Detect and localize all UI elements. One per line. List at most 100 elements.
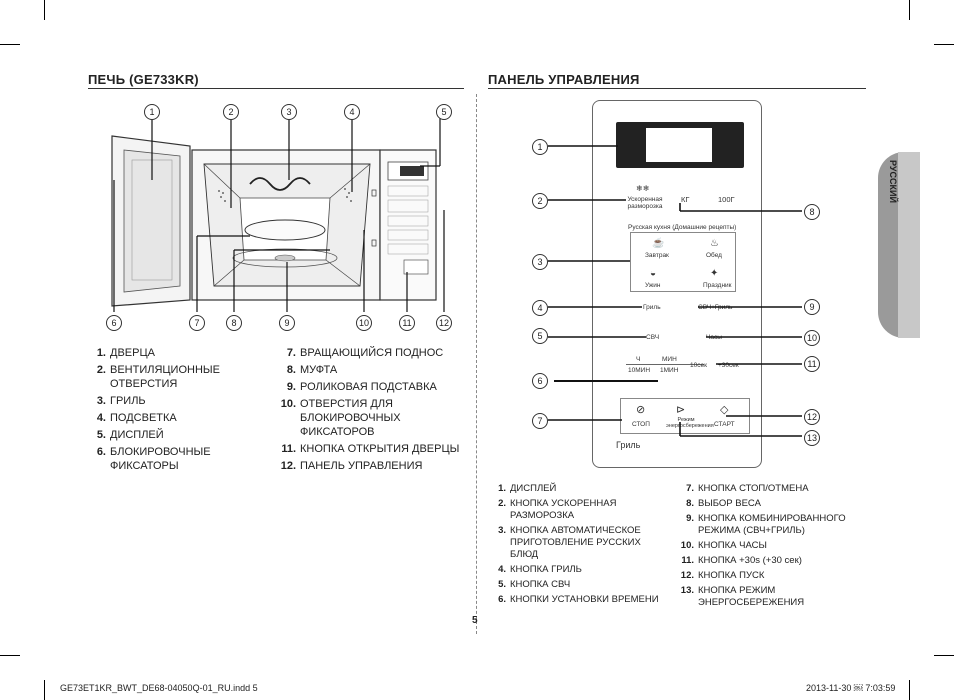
sec10-button[interactable]: 10сек [690, 362, 707, 369]
panel-callout-10: 10 [804, 330, 820, 346]
panel-callout-8: 8 [804, 204, 820, 220]
panel-callout-3: 3 [532, 254, 548, 270]
panel-section-title: ПАНЕЛЬ УПРАВЛЕНИЯ [488, 72, 640, 87]
legend-item: 6.БЛОКИРОВОЧНЫЕ ФИКСАТОРЫ [96, 446, 211, 472]
legend-item: 5.КНОПКА СВЧ [498, 579, 571, 590]
time-rule [626, 364, 704, 365]
legend-item: 9.РОЛИКОВАЯ ПОДСТАВКА [286, 381, 437, 393]
panel-callout-7: 7 [532, 413, 548, 429]
oven-callout-8: 8 [226, 315, 242, 331]
panel-legend-col2: 7.КНОПКА СТОП/ОТМЕНА 8.ВЫБОР ВЕСА 9.КНОП… [678, 483, 868, 612]
mw-button[interactable]: СВЧ [646, 334, 660, 341]
page-number: 5 [472, 615, 478, 626]
holiday-icon: ✦ [710, 268, 719, 279]
oven-callout-10: 10 [356, 315, 372, 331]
language-tab-label: РУССКИЙ [888, 160, 898, 203]
g100-label: 100Г [718, 195, 735, 204]
crop-mark [909, 680, 910, 700]
panel-callout-1: 1 [532, 139, 548, 155]
legend-item: 3.ГРИЛЬ [96, 395, 146, 407]
legend-item: 3.КНОПКА АВТОМАТИЧЕСКОЕ ПРИГОТОВЛЕНИЕ РУ… [498, 525, 641, 560]
crop-mark [44, 680, 45, 700]
start-icon: ◇ [720, 404, 729, 416]
legend-item: 13.КНОПКА РЕЖИМ ЭНЕРГОСБЕРЕЖЕНИЯ [680, 585, 805, 608]
panel-callout-12: 12 [804, 409, 820, 425]
russian-cuisine-box [630, 232, 736, 292]
crop-mark [0, 655, 20, 656]
crop-mark [934, 44, 954, 45]
oven-callout-9: 9 [279, 315, 295, 331]
legend-item: 5.ДИСПЛЕЙ [96, 429, 164, 441]
oven-callout-5: 5 [436, 104, 452, 120]
defrost-button[interactable]: Ускоренная разморозка [627, 196, 663, 210]
time-leader [554, 380, 658, 382]
grill-button[interactable]: Гриль [643, 304, 661, 311]
legend-item: 6.КНОПКИ УСТАНОВКИ ВРЕМЕНИ [498, 594, 659, 605]
breakfast-icon: ☕ [652, 238, 665, 249]
legend-item: 4.КНОПКА ГРИЛЬ [498, 564, 582, 575]
oven-callout-2: 2 [223, 104, 239, 120]
legend-item: 12.ПАНЕЛЬ УПРАВЛЕНИЯ [280, 460, 423, 472]
legend-item: 9.КНОПКА КОМБИНИРОВАННОГО РЕЖИМА (СВЧ+ГР… [686, 513, 846, 536]
dinner-icon: ◒ [650, 268, 657, 279]
grill-bottom-label: Гриль [616, 440, 641, 450]
oven-callout-3: 3 [281, 104, 297, 120]
kg-label: КГ [681, 195, 690, 204]
legend-item: 7.КНОПКА СТОП/ОТМЕНА [686, 483, 809, 494]
panel-legend-col1: 1.ДИСПЛЕЙ 2.КНОПКА УСКОРЕННАЯ РАЗМОРОЗКА… [490, 483, 670, 609]
lunch-button[interactable]: Обед [706, 252, 722, 259]
panel-callout-4: 4 [532, 300, 548, 316]
oven-legend-col1: 1.ДВЕРЦА 2.ВЕНТИЛЯЦИОННЫЕ ОТВЕРСТИЯ 3.ГР… [88, 346, 258, 476]
legend-item: 8.ВЫБОР ВЕСА [686, 498, 761, 509]
language-tab-strip [898, 152, 920, 338]
legend-item: 10.КНОПКА ЧАСЫ [680, 540, 767, 551]
legend-item: 7.ВРАЩАЮЩИЙСЯ ПОДНОС [286, 347, 444, 359]
panel-title-rule [488, 88, 866, 89]
legend-item: 8.МУФТА [286, 364, 338, 376]
eco-button[interactable]: Режим энергосбережения [666, 417, 714, 429]
legend-item: 4.ПОДСВЕТКА [96, 412, 177, 424]
stop-button[interactable]: СТОП [632, 421, 650, 428]
holiday-button[interactable]: Праздник [703, 282, 732, 289]
russian-cuisine-label: Русская кухня (Домашние рецепты) [628, 224, 737, 231]
min-label: МИН [662, 356, 677, 363]
panel-callout-2: 2 [532, 193, 548, 209]
dinner-button[interactable]: Ужин [645, 282, 661, 289]
oven-section-title: ПЕЧЬ (GE733KR) [88, 72, 199, 87]
legend-item: 1.ДИСПЛЕЙ [498, 483, 557, 494]
panel-callout-6: 6 [532, 373, 548, 389]
crop-mark [44, 0, 45, 20]
oven-callout-7: 7 [189, 315, 205, 331]
min1-button[interactable]: 1МИН [660, 367, 679, 374]
start-button[interactable]: СТАРТ [714, 421, 735, 428]
panel-callout-11: 11 [804, 356, 820, 372]
crop-mark [934, 655, 954, 656]
eco-icon: ⊳ [676, 404, 686, 416]
oven-callout-12: 12 [436, 315, 452, 331]
defrost-icon: ❄❄ [636, 184, 650, 193]
min10-button[interactable]: 10МИН [628, 367, 651, 374]
breakfast-button[interactable]: Завтрак [645, 252, 669, 259]
panel-callout-9: 9 [804, 299, 820, 315]
panel-callout-5: 5 [532, 328, 548, 344]
oven-callout-4: 4 [344, 104, 360, 120]
oven-callout-1: 1 [144, 104, 160, 120]
panel-leader-lines [548, 145, 802, 437]
page-divider [476, 94, 477, 634]
lunch-icon: ♨ [710, 238, 719, 249]
crop-mark [0, 44, 20, 45]
legend-item: 11.КНОПКА +30s (+30 сек) [681, 555, 802, 566]
footer-file: GE73ET1KR_BWT_DE68-04050Q-01_RU.indd 5 [60, 683, 258, 693]
footer-date: 2013-11-30 ￼ 7:03:59 [806, 683, 896, 693]
sec30-button[interactable]: +30сек [718, 362, 739, 369]
legend-item: 1.ДВЕРЦА [96, 347, 155, 359]
oven-legend-col2: 7.ВРАЩАЮЩИЙСЯ ПОДНОС 8.МУФТА 9.РОЛИКОВАЯ… [278, 346, 468, 476]
legend-item: 2.КНОПКА УСКОРЕННАЯ РАЗМОРОЗКА [498, 498, 617, 521]
oven-illustration [111, 118, 445, 312]
legend-item: 11.КНОПКА ОТКРЫТИЯ ДВЕРЦЫ [281, 443, 460, 455]
oven-title-rule [88, 88, 464, 89]
oven-callout-11: 11 [399, 315, 415, 331]
stop-icon: ⊘ [636, 404, 646, 416]
oven-callout-6: 6 [106, 315, 122, 331]
legend-item: 12.КНОПКА ПУСК [680, 570, 765, 581]
